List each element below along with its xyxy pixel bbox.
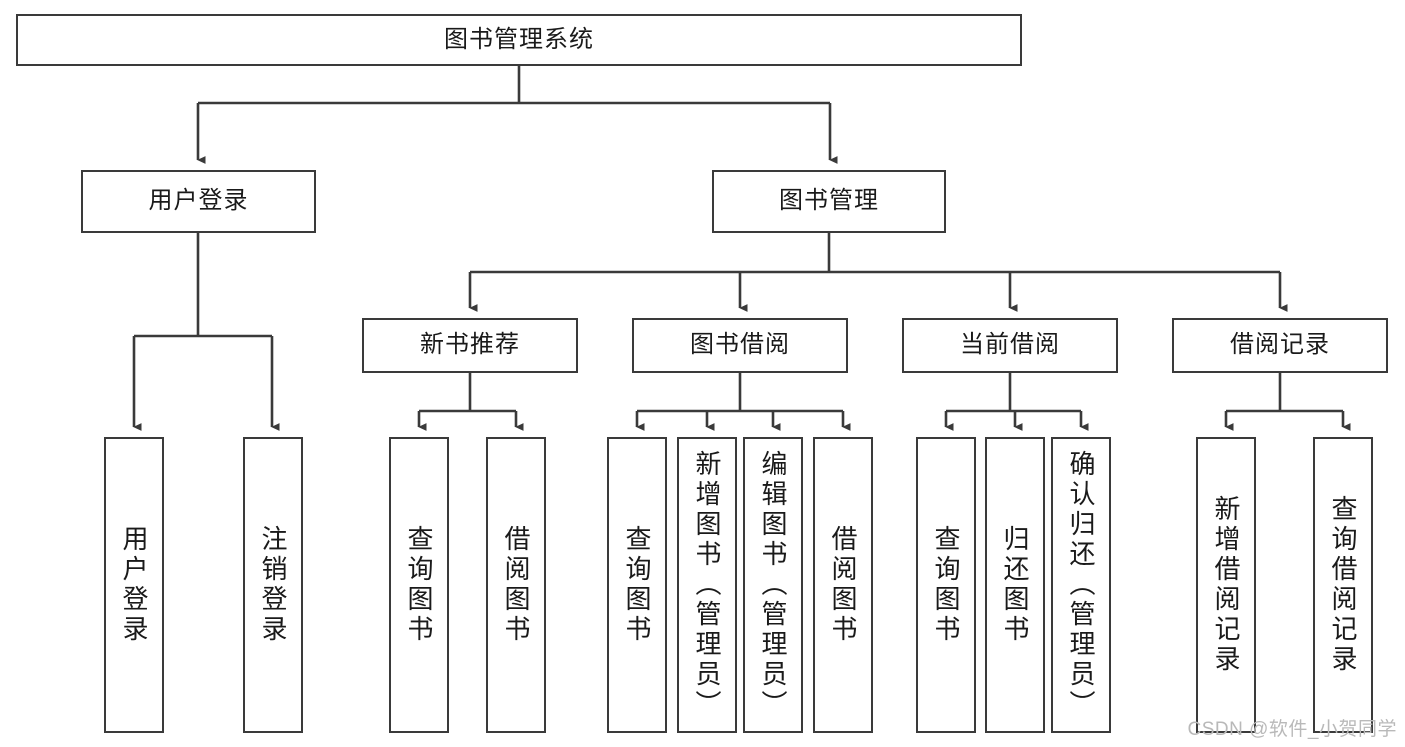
leaf-add-book-admin-label: 新增图书（管理员） (692, 450, 722, 720)
leaf-query-book-borrow-label: 查询图书 (622, 525, 652, 645)
leaf-query-book-recommend[interactable]: 查询图书 (389, 437, 449, 733)
leaf-logout-label: 注销登录 (258, 525, 288, 645)
node-borrow-records-label: 借阅记录 (1230, 331, 1330, 359)
leaf-borrow-book-label: 借阅图书 (828, 525, 858, 645)
node-book-borrow-label: 图书借阅 (690, 331, 790, 359)
node-user-login[interactable]: 用户登录 (81, 170, 316, 233)
leaf-return-book-label: 归还图书 (1000, 525, 1030, 645)
node-borrow-records[interactable]: 借阅记录 (1172, 318, 1388, 373)
leaf-user-login[interactable]: 用户登录 (104, 437, 164, 733)
leaf-query-book-current-label: 查询图书 (931, 525, 961, 645)
leaf-edit-book-admin-label: 编辑图书（管理员） (758, 450, 788, 720)
leaf-borrow-book[interactable]: 借阅图书 (813, 437, 873, 733)
node-user-login-label: 用户登录 (148, 187, 249, 215)
leaf-borrow-book-recommend[interactable]: 借阅图书 (486, 437, 546, 733)
node-current-borrow-label: 当前借阅 (960, 331, 1060, 359)
node-new-book-recommend-label: 新书推荐 (420, 331, 520, 359)
leaf-query-book-recommend-label: 查询图书 (404, 525, 434, 645)
node-book-borrow[interactable]: 图书借阅 (632, 318, 848, 373)
node-new-book-recommend[interactable]: 新书推荐 (362, 318, 578, 373)
leaf-edit-book-admin[interactable]: 编辑图书（管理员） (743, 437, 803, 733)
leaf-add-borrow-record[interactable]: 新增借阅记录 (1196, 437, 1256, 733)
leaf-logout[interactable]: 注销登录 (243, 437, 303, 733)
leaf-query-book-current[interactable]: 查询图书 (916, 437, 976, 733)
leaf-return-book[interactable]: 归还图书 (985, 437, 1045, 733)
node-root-label: 图书管理系统 (444, 25, 594, 53)
node-current-borrow[interactable]: 当前借阅 (902, 318, 1118, 373)
leaf-query-borrow-record-label: 查询借阅记录 (1328, 495, 1358, 675)
leaf-query-borrow-record[interactable]: 查询借阅记录 (1313, 437, 1373, 733)
leaf-add-borrow-record-label: 新增借阅记录 (1211, 495, 1241, 675)
leaf-query-book-borrow[interactable]: 查询图书 (607, 437, 667, 733)
leaf-confirm-return-admin-label: 确认归还（管理员） (1066, 450, 1096, 720)
node-root[interactable]: 图书管理系统 (16, 14, 1022, 66)
leaf-user-login-label: 用户登录 (119, 525, 149, 645)
leaf-confirm-return-admin[interactable]: 确认归还（管理员） (1051, 437, 1111, 733)
leaf-add-book-admin[interactable]: 新增图书（管理员） (677, 437, 737, 733)
node-book-management[interactable]: 图书管理 (712, 170, 946, 233)
node-book-management-label: 图书管理 (779, 187, 879, 215)
leaf-borrow-book-recommend-label: 借阅图书 (501, 525, 531, 645)
